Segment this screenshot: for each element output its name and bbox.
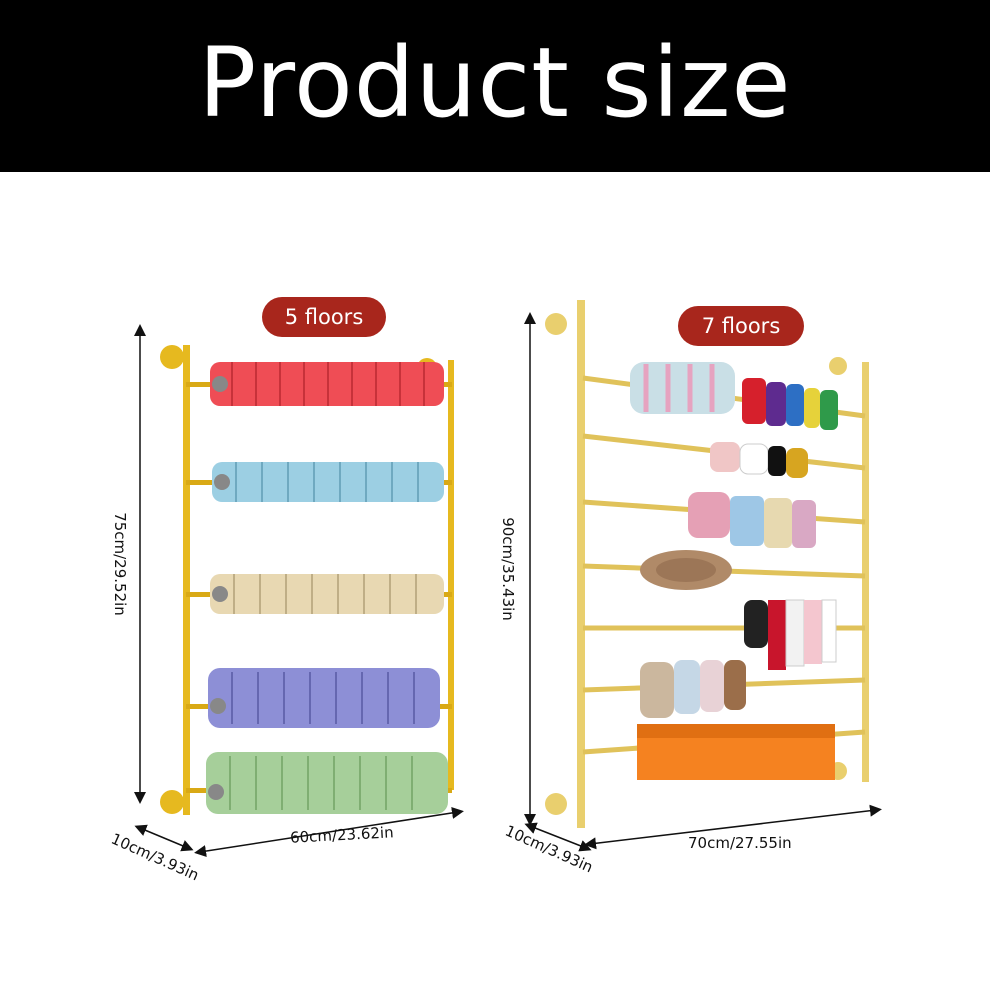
paper-roll-floor-7: [637, 724, 835, 780]
ribbon-spools-floor-3: [688, 492, 816, 548]
left-upright: [183, 345, 190, 815]
right-width-label: 70cm/27.55in: [688, 834, 792, 852]
header-banner: Product size: [0, 0, 990, 172]
left-width-arrow: [194, 806, 464, 858]
ribbon-spools-floor-6: [640, 660, 746, 718]
ribbon-spools-floor-2: [710, 442, 808, 478]
right-depth-arrow: [524, 822, 592, 852]
right-upright: [862, 362, 869, 782]
ribbon-spools-floor-5: [744, 599, 837, 670]
left-rack: [160, 345, 454, 815]
right-width-arrow: [584, 804, 882, 850]
left-depth-arrow: [134, 824, 194, 852]
right-upright: [448, 360, 454, 790]
page-title: Product size: [198, 27, 792, 139]
tape-rolls-floor-4: [208, 668, 440, 728]
left-upright: [577, 300, 585, 828]
left-height-label: 75cm/29.52in: [110, 512, 129, 616]
tape-rolls-floor-3: [210, 574, 444, 614]
ribbon-spools-floor-1: [630, 362, 838, 430]
right-height-label: 90cm/35.43in: [498, 517, 517, 621]
twine-spool-floor-4: [640, 550, 732, 590]
wall-mount: [545, 793, 567, 815]
tape-rolls-floor-2: [212, 462, 444, 502]
wall-mount: [829, 357, 847, 375]
wall-mount: [545, 313, 567, 335]
tape-rolls-floor-5: [206, 752, 448, 814]
tape-rolls-floor-1: [210, 362, 444, 406]
wall-mount: [160, 345, 184, 369]
wall-mount: [160, 790, 184, 814]
left-floors-badge: 5 floors: [262, 297, 386, 337]
right-floors-badge: 7 floors: [678, 306, 804, 346]
right-rack: [545, 300, 869, 828]
